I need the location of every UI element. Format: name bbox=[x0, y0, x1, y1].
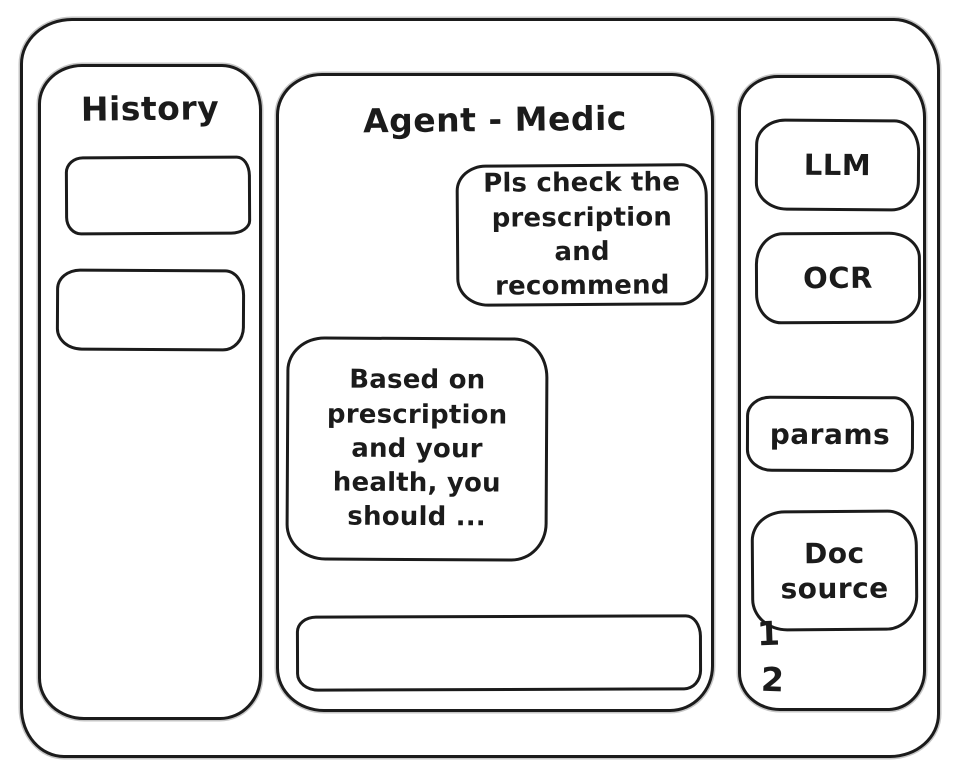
chat-panel: Agent - Medic Pls check the prescription… bbox=[276, 73, 714, 712]
ocr-button-label: OCR bbox=[803, 260, 873, 296]
doc-source-item-1: 1 bbox=[756, 613, 781, 654]
ocr-button[interactable]: OCR bbox=[754, 231, 922, 325]
params-button-label: params bbox=[769, 417, 891, 451]
history-title: History bbox=[80, 88, 220, 129]
doc-source-item-2: 2 bbox=[760, 659, 785, 700]
assistant-message-text: Based on prescription and your health, y… bbox=[326, 364, 508, 533]
tools-panel: LLM OCR params Doc source 1 2 bbox=[738, 75, 926, 711]
message-input[interactable] bbox=[295, 614, 703, 692]
user-message-text: Pls check the prescription and recommend bbox=[483, 167, 681, 302]
chat-title: Agent - Medic bbox=[362, 98, 628, 141]
history-panel: History bbox=[38, 64, 262, 720]
history-item[interactable] bbox=[55, 268, 246, 352]
user-message-bubble: Pls check the prescription and recommend bbox=[455, 163, 709, 307]
history-item[interactable] bbox=[64, 155, 252, 236]
params-button[interactable]: params bbox=[745, 395, 915, 473]
doc-source-button-label: Doc source bbox=[780, 536, 889, 605]
assistant-message-bubble: Based on prescription and your health, y… bbox=[285, 336, 549, 562]
llm-button-label: LLM bbox=[803, 147, 872, 183]
llm-button[interactable]: LLM bbox=[754, 118, 921, 212]
